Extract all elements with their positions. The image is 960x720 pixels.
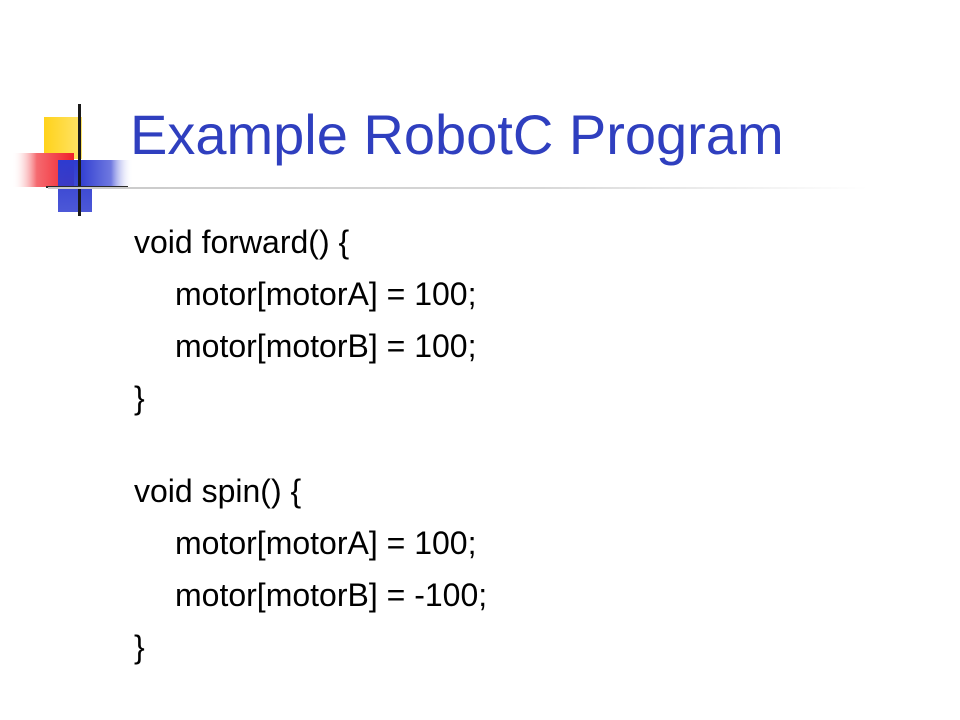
blue-fade-band bbox=[78, 160, 133, 186]
code-line: void spin() { bbox=[134, 473, 302, 509]
code-line: } bbox=[134, 380, 145, 416]
code-line: } bbox=[134, 629, 145, 665]
title-divider bbox=[48, 187, 868, 189]
code-line: motor[motorA] = 100; bbox=[175, 276, 477, 312]
code-block: void forward() { motor[motorA] = 100; moto… bbox=[134, 220, 487, 677]
corner-decoration bbox=[12, 104, 133, 216]
vertical-line bbox=[78, 104, 81, 216]
code-blank-line bbox=[134, 428, 487, 469]
code-line: void forward() { bbox=[134, 224, 350, 260]
code-line: motor[motorA] = 100; bbox=[175, 525, 477, 561]
code-line: motor[motorB] = -100; bbox=[175, 577, 488, 613]
slide-title: Example RobotC Program bbox=[130, 103, 784, 166]
yellow-square bbox=[44, 117, 82, 159]
code-line: motor[motorB] = 100; bbox=[175, 328, 477, 364]
